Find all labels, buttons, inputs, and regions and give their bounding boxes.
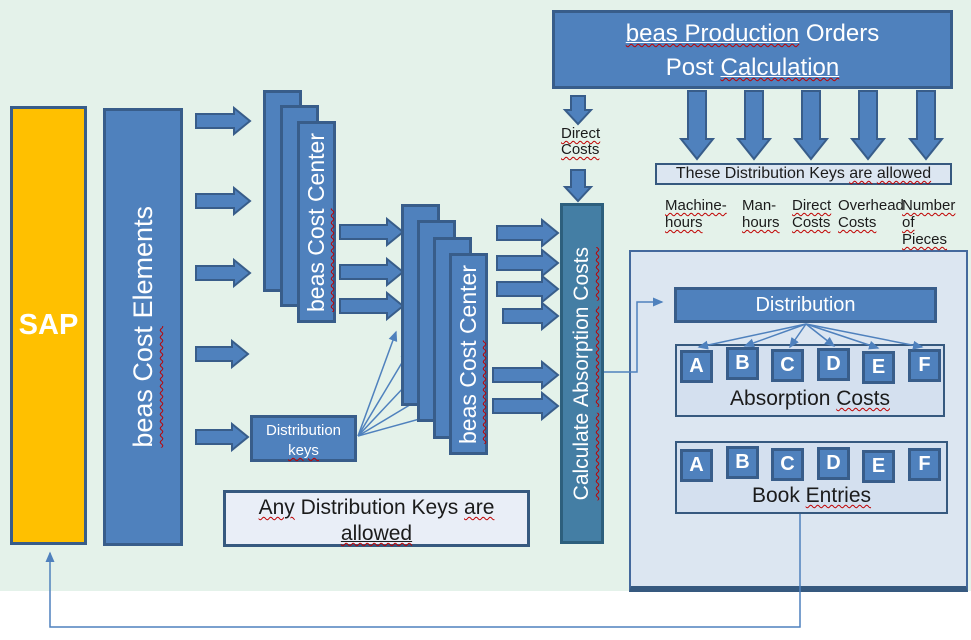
absorption-letter-d: D: [817, 348, 850, 381]
book-letter-e: E: [862, 450, 895, 483]
book-entries-label: Book Entries: [751, 484, 872, 507]
header-line1: beas Production Orders: [625, 20, 880, 47]
absorption-letter-a: A: [680, 350, 713, 383]
any-distribution-keys-box: Any Distribution Keys are allowed: [223, 490, 530, 547]
direct-costs-label: Direct Costs: [561, 125, 601, 158]
header-line2: Post Calculation: [665, 54, 840, 81]
any-box-line1: Any Distribution Keys are: [258, 496, 495, 519]
key-label-direct-costs: Direct Costs: [792, 197, 832, 231]
cost-elements-box: beas Cost Elements: [103, 108, 183, 546]
distribution-keys-line2: keys: [288, 442, 319, 459]
distribution-keys-box: Distribution keys: [250, 415, 357, 462]
absorption-letter-c: C: [771, 349, 804, 382]
book-letter-b: B: [726, 446, 759, 479]
key-label-machine-hours: Machine- hours: [665, 197, 727, 231]
cost-elements-label: beas Cost Elements: [127, 206, 158, 448]
distribution-box-label: Distribution: [755, 293, 856, 316]
absorption-letter-f: F: [908, 349, 941, 382]
cost-center-stack1-front: beas Cost Center: [297, 121, 336, 323]
calculate-absorption-costs-label: Calculate Absorption Costs: [570, 246, 593, 501]
book-letter-d: D: [817, 447, 850, 480]
absorption-letter-b: B: [726, 347, 759, 380]
book-letter-a: A: [680, 449, 713, 482]
book-letter-c: C: [771, 448, 804, 481]
distribution-box: Distribution: [674, 287, 937, 323]
absorption-letter-e: E: [862, 351, 895, 384]
any-box-line2: allowed: [340, 522, 413, 545]
key-label-man-hours: Man- hours: [742, 197, 780, 231]
book-entries-panel: [675, 441, 948, 514]
sap-label: SAP: [18, 309, 79, 341]
sap-box: SAP: [10, 106, 87, 545]
allowed-keys-bar: These Distribution Keys are allowed: [655, 163, 952, 185]
key-label-number-of-pieces: Number of Pieces: [902, 197, 956, 248]
production-orders-header: beas Production Orders Post Calculation: [552, 10, 953, 89]
distribution-keys-line1: Distribution: [265, 422, 342, 439]
cost-center-stack2-label: beas Cost Center: [455, 264, 481, 444]
calculate-absorption-costs-box: Calculate Absorption Costs: [560, 203, 604, 544]
book-letter-f: F: [908, 448, 941, 481]
cost-center-stack1-label: beas Cost Center: [303, 132, 329, 312]
allowed-keys-bar-label: These Distribution Keys are allowed: [675, 165, 932, 182]
cost-center-stack2-front: beas Cost Center: [449, 253, 488, 455]
key-label-overhead-costs: Overhead Costs: [838, 197, 904, 231]
absorption-costs-label: Absorption Costs: [730, 387, 890, 410]
